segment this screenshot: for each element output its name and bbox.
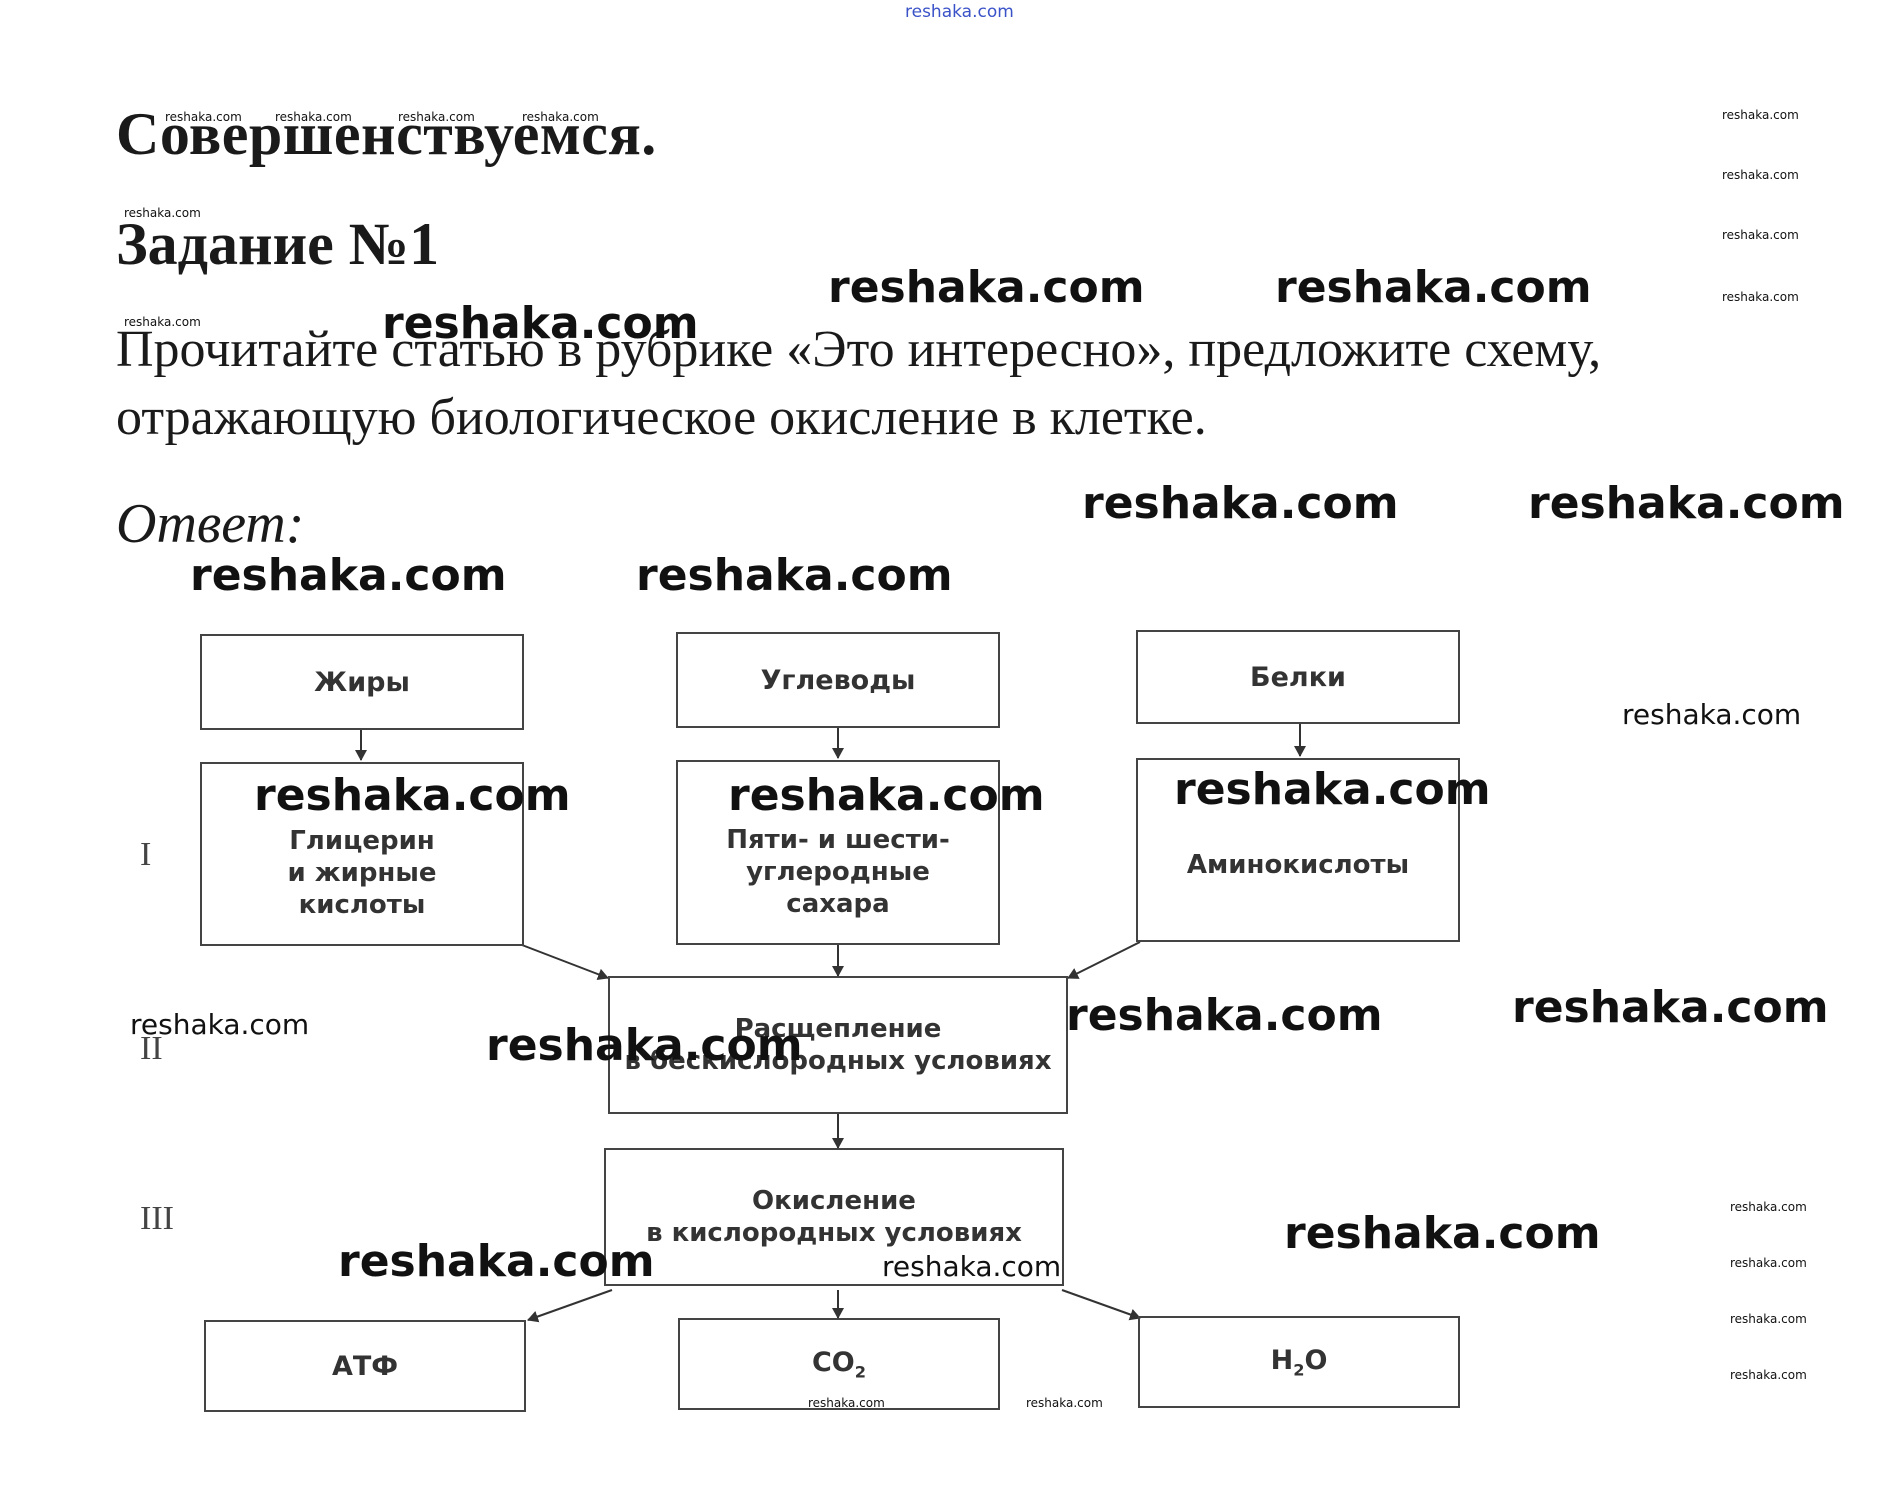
watermark: reshaka.com [1730, 1312, 1807, 1326]
arrow-stage3-to-atp [527, 1289, 613, 1323]
watermark: reshaka.com [124, 206, 201, 220]
box-h2o: H2O [1138, 1316, 1460, 1408]
watermark: reshaka.com [1026, 1396, 1103, 1410]
watermark: reshaka.com [1722, 228, 1799, 242]
level-label-3: III [140, 1200, 174, 1237]
page-title: Совершенствуемся. [116, 101, 657, 167]
task-text: Прочитайте статью в рубрике «Это интерес… [116, 321, 1602, 446]
watermark: reshaka.com [1066, 990, 1383, 1041]
watermark: reshaka.com [1730, 1256, 1807, 1270]
box-proteins-label: Белки [1250, 661, 1346, 693]
box-atp-label: АТФ [331, 1350, 399, 1382]
box-carbohydrates: Углеводы [676, 632, 1000, 728]
watermark: reshaka.com [398, 110, 475, 124]
box-proteins: Белки [1136, 630, 1460, 724]
watermark: reshaka.com [1082, 478, 1399, 529]
watermark: reshaka.com [382, 298, 699, 349]
watermark: reshaka.com [124, 315, 201, 329]
watermark: reshaka.com [882, 1250, 1062, 1283]
arrow-glycerol-to-stage2 [521, 944, 609, 981]
box-aerobic-oxidation: Окисление в кислородных условиях [604, 1148, 1064, 1286]
watermark: reshaka.com [1512, 982, 1829, 1033]
site-watermark-top[interactable]: reshaka.com [905, 2, 1014, 22]
box-sugars: Пяти- и шести- углеродные сахара [676, 760, 1000, 945]
box-glycerol-fatty-acids: Глицерин и жирные кислоты [200, 762, 524, 946]
watermark: reshaka.com [636, 550, 953, 601]
box-carbohydrates-label: Углеводы [760, 664, 916, 696]
arrow-stage3-to-h2o [1061, 1289, 1141, 1321]
box-amino-label: Аминокислоты [1186, 850, 1410, 880]
watermark: reshaka.com [1722, 168, 1799, 182]
watermark: reshaka.com [338, 1236, 655, 1287]
watermark: reshaka.com [1528, 478, 1845, 529]
box-aerobic-label: Окисление в кислородных условиях [646, 1186, 1022, 1248]
box-co2-label: CO2 [811, 1346, 867, 1382]
level-label-1: I [140, 836, 152, 873]
answer-label: Ответ: [116, 493, 305, 555]
box-fats-label: Жиры [314, 666, 410, 698]
watermark: reshaka.com [522, 110, 599, 124]
level-label-2: II [140, 1030, 163, 1067]
watermark: reshaka.com [1174, 764, 1491, 815]
task-title: Задание №1 [116, 211, 440, 277]
watermark: reshaka.com [275, 110, 352, 124]
watermark: reshaka.com [1730, 1200, 1807, 1214]
box-anaerobic-breakdown: Расщепление в бескислородных условиях [608, 976, 1068, 1114]
watermark: reshaka.com [1284, 1208, 1601, 1259]
box-h2o-label: H2O [1270, 1344, 1328, 1380]
box-sugars-label: Пяти- и шести- углеродные сахара [726, 824, 950, 919]
arrow-amino-to-stage2 [1067, 941, 1141, 979]
box-amino-acids: Аминокислоты [1136, 758, 1460, 942]
watermark: reshaka.com [1722, 290, 1799, 304]
box-co2: CO2 [678, 1318, 1000, 1410]
watermark: reshaka.com [254, 770, 571, 821]
box-atp: АТФ [204, 1320, 526, 1412]
watermark: reshaka.com [165, 110, 242, 124]
watermark: reshaka.com [828, 262, 1145, 313]
watermark: reshaka.com [728, 770, 1045, 821]
box-anaerobic-label: Расщепление в бескислородных условиях [624, 1014, 1052, 1076]
watermark: reshaka.com [1730, 1368, 1807, 1382]
watermark: reshaka.com [1622, 698, 1802, 731]
watermark: reshaka.com [486, 1020, 803, 1071]
box-glycerol-label: Глицерин и жирные кислоты [287, 826, 437, 920]
box-fats: Жиры [200, 634, 524, 730]
watermark: reshaka.com [130, 1008, 310, 1041]
watermark: reshaka.com [190, 550, 507, 601]
watermark: reshaka.com [1722, 108, 1799, 122]
watermark: reshaka.com [808, 1396, 885, 1410]
watermark: reshaka.com [1275, 262, 1592, 313]
